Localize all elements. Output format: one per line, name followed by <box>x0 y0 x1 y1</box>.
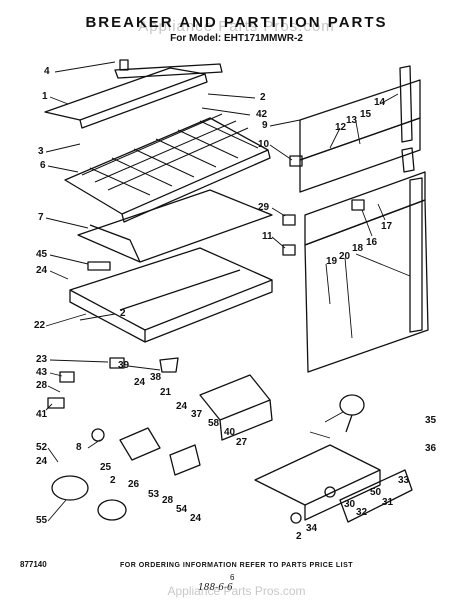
part-label: 27 <box>236 437 248 448</box>
part-label: 38 <box>150 372 162 383</box>
part-label: 2 <box>260 92 266 103</box>
part-label: 24 <box>134 377 146 388</box>
part-label: 58 <box>208 418 220 429</box>
part-label: 36 <box>425 443 437 454</box>
part-label: 9 <box>262 120 268 131</box>
part-label: 53 <box>148 489 160 500</box>
part-label: 55 <box>36 515 48 526</box>
part-label: 3 <box>38 146 44 157</box>
part-label: 11 <box>262 231 273 242</box>
part-label: 45 <box>36 249 48 260</box>
part-label: 12 <box>335 122 347 133</box>
part-label: 42 <box>256 109 268 120</box>
part-label: 39 <box>118 360 130 371</box>
part-label: 24 <box>190 513 202 524</box>
part-label: 24 <box>36 456 48 467</box>
part-label: 37 <box>191 409 203 420</box>
part-label: 2 <box>296 531 302 542</box>
part-label: 19 <box>326 256 338 267</box>
watermark: Appliance Parts Pros.com <box>138 18 335 35</box>
part-label: 35 <box>425 415 437 426</box>
part-label: 13 <box>346 115 358 126</box>
ordering-notice: FOR ORDERING INFORMATION REFER TO PARTS … <box>119 562 354 569</box>
part-label: 8 <box>76 442 82 453</box>
part-label: 31 <box>382 497 394 508</box>
part-label: 22 <box>34 320 46 331</box>
part-label: 14 <box>374 97 386 108</box>
part-label: 10 <box>258 139 270 150</box>
part-label: 7 <box>38 212 44 223</box>
part-label: 20 <box>339 251 351 262</box>
handwritten-note: 188-6-6 <box>198 583 233 593</box>
part-label: 1 <box>42 91 48 102</box>
part-label: 28 <box>36 380 48 391</box>
part-label: 28 <box>162 495 174 506</box>
part-label: 30 <box>344 499 356 510</box>
drawing-code: 877140 <box>20 560 47 569</box>
part-label: 34 <box>306 523 318 534</box>
page-number: 6 <box>230 573 235 582</box>
part-label: 2 <box>110 475 116 486</box>
part-label: 33 <box>398 475 410 486</box>
part-label: 18 <box>352 243 364 254</box>
part-label: 15 <box>360 109 372 120</box>
part-label: 41 <box>36 409 48 420</box>
part-label: 32 <box>356 507 368 518</box>
diagram-title: BREAKER AND PARTITION PARTS <box>85 14 388 31</box>
part-label: 50 <box>370 487 382 498</box>
part-label: 6 <box>40 160 46 171</box>
part-label: 2 <box>120 308 126 319</box>
part-label: 16 <box>366 237 378 248</box>
part-label: 24 <box>36 265 48 276</box>
part-label: 43 <box>36 367 48 378</box>
part-label: 23 <box>36 354 48 365</box>
part-label: 26 <box>128 479 140 490</box>
part-label: 17 <box>381 221 393 232</box>
part-label: 4 <box>44 66 50 77</box>
part-label: 54 <box>176 504 188 515</box>
part-label: 40 <box>224 427 236 438</box>
part-label: 29 <box>258 202 270 213</box>
model-number: For Model: EHT171MMWR-2 <box>170 33 303 44</box>
part-label: 21 <box>160 387 172 398</box>
part-label: 52 <box>36 442 48 453</box>
watermark-bottom: Appliance Parts Pros.com <box>167 584 306 598</box>
part-label: 24 <box>176 401 188 412</box>
part-label: 25 <box>100 462 112 473</box>
